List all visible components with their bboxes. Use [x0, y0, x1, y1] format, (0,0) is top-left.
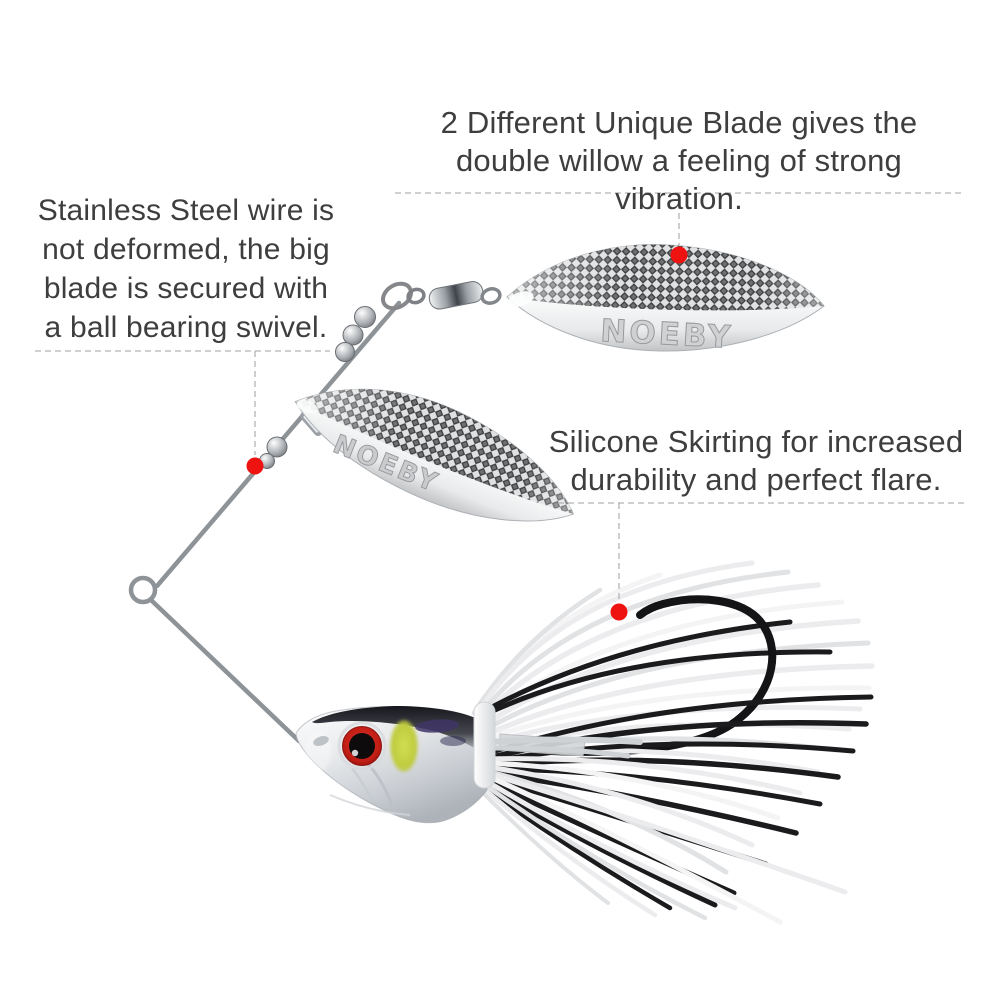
wire-frame	[128, 300, 402, 744]
eye	[337, 721, 387, 771]
ball-bearing-swivel	[381, 281, 502, 311]
upper-willow-blade: NOEBY	[506, 244, 825, 356]
lure-head	[295, 701, 496, 824]
head-purple-streak	[415, 719, 459, 733]
callout-leaders	[35, 192, 965, 621]
hook	[501, 595, 777, 756]
callout-dot-skirt	[610, 603, 628, 621]
callout-text-blades: 2 Different Unique Blade gives the doubl…	[440, 105, 918, 216]
callout-dot-blades	[670, 246, 688, 264]
brand-text-upper-blade: NOEBY	[600, 313, 735, 356]
lower-willow-blade: NOEBY	[294, 388, 574, 522]
nose-spot	[313, 736, 329, 746]
callout-text-wire: Stainless Steel wire is not deformed, th…	[37, 194, 335, 344]
head-chartreuse-patch	[390, 720, 418, 772]
callout-text-skirt: Silicone Skirting for increased durabili…	[548, 424, 964, 497]
skirt	[471, 560, 875, 746]
skirt-collar	[473, 701, 496, 789]
callout-dot-wire	[246, 457, 264, 475]
skirt-front	[474, 694, 874, 925]
clevis-highlight	[303, 415, 319, 433]
head-dark-back	[312, 706, 487, 756]
